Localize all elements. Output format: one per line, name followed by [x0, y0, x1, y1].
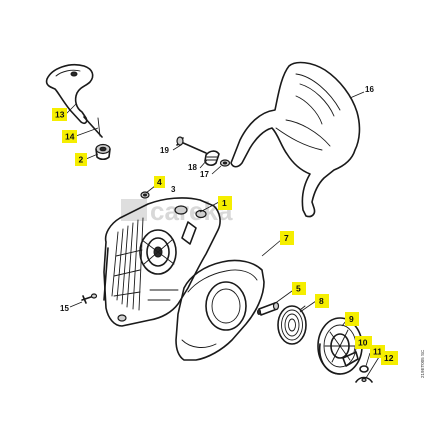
starter-grip-part: [45, 63, 103, 138]
callout-5[interactable]: 5: [292, 282, 306, 295]
callout-17-label: 17: [200, 170, 209, 179]
guide-plate-part: [175, 259, 265, 361]
callout-14-label: 14: [65, 132, 75, 142]
rope-guide-bush-part: [95, 143, 111, 161]
callout-3: 3: [171, 185, 176, 194]
screw-15-part: [81, 293, 98, 304]
callout-9[interactable]: 9: [345, 312, 359, 326]
callout-10-label: 10: [358, 338, 368, 348]
callout-1[interactable]: 1: [218, 196, 232, 210]
callout-18-label: 18: [188, 163, 197, 172]
callout-19: 19: [160, 146, 169, 155]
callout-19-label: 19: [160, 146, 169, 155]
callout-18: 18: [188, 163, 197, 172]
screw-washer-3-4-part: [140, 191, 150, 199]
callout-1-label: 1: [222, 198, 227, 208]
callout-2-label: 2: [79, 155, 84, 165]
callout-5-label: 5: [296, 284, 301, 294]
spring-clip-11-part: [359, 365, 369, 373]
callout-7[interactable]: 7: [280, 231, 294, 245]
callout-13-label: 13: [55, 110, 65, 120]
callout-12-label: 12: [384, 353, 394, 363]
callout-2[interactable]: 2: [75, 153, 87, 166]
washer-17-part: [219, 159, 231, 167]
watermark-logo-block: [121, 199, 147, 221]
callout-7-label: 7: [284, 233, 289, 243]
bushing-5-part: [257, 301, 280, 316]
pawl-10-part: [342, 351, 359, 367]
callout-16: 16: [365, 85, 374, 94]
callout-11-label: 11: [373, 347, 382, 357]
callout-15: 15: [60, 304, 69, 313]
rewind-spring-part: [277, 305, 307, 345]
callout-14[interactable]: 14: [62, 130, 77, 143]
spring-18-part: [204, 150, 220, 166]
callout-9-label: 9: [349, 314, 354, 324]
callout-3-label: 3: [171, 185, 176, 194]
callout-15-label: 15: [60, 304, 69, 313]
bolt-19-part: [176, 136, 207, 154]
callout-13[interactable]: 13: [52, 108, 67, 121]
fan-housing-part: [103, 197, 221, 327]
callout-8[interactable]: 8: [315, 294, 329, 308]
circlip-12-part: [355, 376, 373, 383]
callout-8-label: 8: [319, 296, 324, 306]
callout-17: 17: [200, 170, 209, 179]
callout-12[interactable]: 12: [381, 351, 398, 365]
callout-10[interactable]: 10: [355, 336, 372, 349]
callout-16-label: 16: [365, 85, 374, 94]
hand-guard-part: [230, 61, 361, 218]
starter-rope-part: [97, 117, 101, 137]
callout-4[interactable]: 4: [154, 176, 165, 188]
callout-4-label: 4: [157, 177, 162, 187]
drawing-code: 219ET005 SC: [420, 349, 425, 378]
